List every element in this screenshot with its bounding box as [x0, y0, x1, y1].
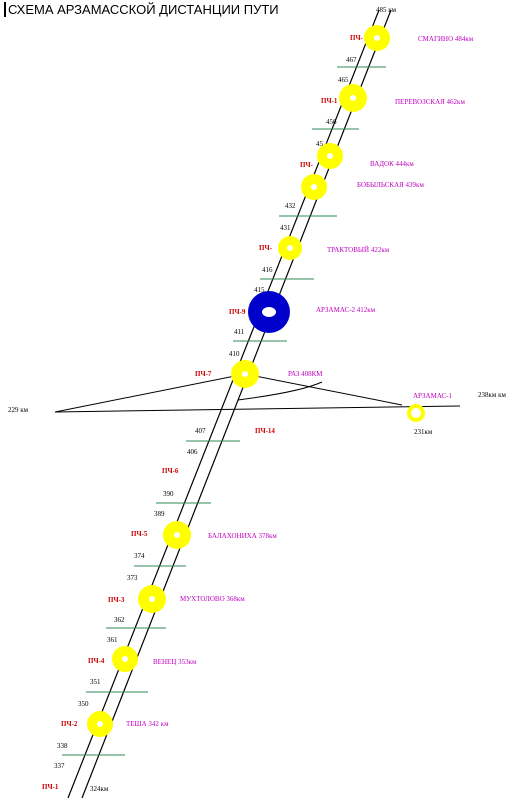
- branch-line-east: [244, 373, 403, 406]
- station-name-venets: ВЕНЕЦ 353км: [153, 658, 197, 666]
- pch-label-venets: ПЧ-4: [88, 657, 105, 665]
- km-label: 45: [316, 140, 324, 148]
- main-track-right-rail: [81, 9, 392, 799]
- km-label: 361: [107, 636, 118, 644]
- km-label: 467: [346, 56, 357, 64]
- km-label: 373: [127, 574, 138, 582]
- pch-label-mukhtolovo: ПЧ-3: [108, 596, 125, 604]
- bottom-km-label: 324км: [90, 785, 109, 793]
- km-label: 406: [187, 448, 198, 456]
- station-name-raz: РАЗ 408КМ: [288, 370, 323, 378]
- station-markers: [87, 25, 425, 737]
- km-label: 362: [114, 616, 125, 624]
- km-label: 374: [134, 552, 145, 560]
- station-name-vadok: ВАДОК 444км: [370, 160, 414, 168]
- station-name-perevozskaya: ПЕРЕВОЗСКАЯ 462км: [395, 98, 465, 106]
- station-name-arzamas2: АРЗАМАС-2 412км: [316, 306, 376, 314]
- station-name-bobylskaya: БОБЫЛЬСКАЯ 439км: [357, 181, 424, 189]
- pch-label-vadok: ПЧ-: [300, 161, 314, 169]
- km-label: 410: [229, 350, 240, 358]
- station-name-mukhtolovo: МУХТОЛОВО 368км: [180, 595, 245, 603]
- pch-label-smagino: ПЧ-: [350, 34, 364, 42]
- pch-label-arzamas2: ПЧ-9: [229, 308, 246, 316]
- main-track-left-rail: [67, 9, 380, 799]
- pch-label-14: ПЧ-14: [255, 427, 275, 435]
- left-km-label: 229 км: [8, 406, 29, 414]
- station-name-traktovy: ТРАКТОВЫЙ 422км: [327, 246, 390, 254]
- pch-label-perevozskaya: ПЧ-1: [321, 97, 338, 105]
- branch-line-main: [54, 405, 461, 413]
- km-label: 390: [163, 490, 174, 498]
- top-km-label: 485 км: [376, 6, 397, 14]
- km-label: 389: [154, 510, 165, 518]
- scheme-title: СХЕМА АРЗАМАССКОЙ ДИСТАНЦИИ ПУТИ: [8, 2, 279, 17]
- km-label: 431: [280, 224, 291, 232]
- km-label: 351: [90, 678, 101, 686]
- right-km-label: 238км км: [478, 391, 506, 399]
- pch-label-raz: ПЧ-7: [195, 370, 212, 378]
- pch-label-1-bottom: ПЧ-1: [42, 783, 59, 791]
- km-label: 415: [254, 286, 265, 294]
- connecting-curve: [237, 381, 323, 401]
- pch-label-tesha: ПЧ-2: [61, 720, 78, 728]
- station-name-smagino: СМАГИНО 484км: [418, 35, 474, 43]
- station-name-arzamas1: АРЗАМАС-1: [413, 392, 453, 400]
- km-label: 407: [195, 427, 206, 435]
- station-name-tesha: ТЕША 342 км: [126, 720, 169, 728]
- km-label: 456: [326, 118, 337, 126]
- km-label: 350: [78, 700, 89, 708]
- pch-label-traktovy: ПЧ-: [259, 244, 273, 252]
- km-label: 416: [262, 266, 273, 274]
- km-label: 411: [234, 328, 245, 336]
- km-tick-marks: [62, 66, 386, 756]
- km-label: 338: [57, 742, 68, 750]
- station-name-balakhonikha: БАЛАХОНИХА 378км: [208, 532, 277, 540]
- km-label: 432: [285, 202, 296, 210]
- pch-label-balakhonikha: ПЧ-5: [131, 530, 148, 538]
- km-label: 337: [54, 762, 65, 770]
- km-label: 465: [338, 76, 349, 84]
- arzamas1-km-label: 231км: [414, 428, 433, 436]
- branch-line-west: [54, 373, 246, 413]
- pch-label-6: ПЧ-6: [162, 467, 179, 475]
